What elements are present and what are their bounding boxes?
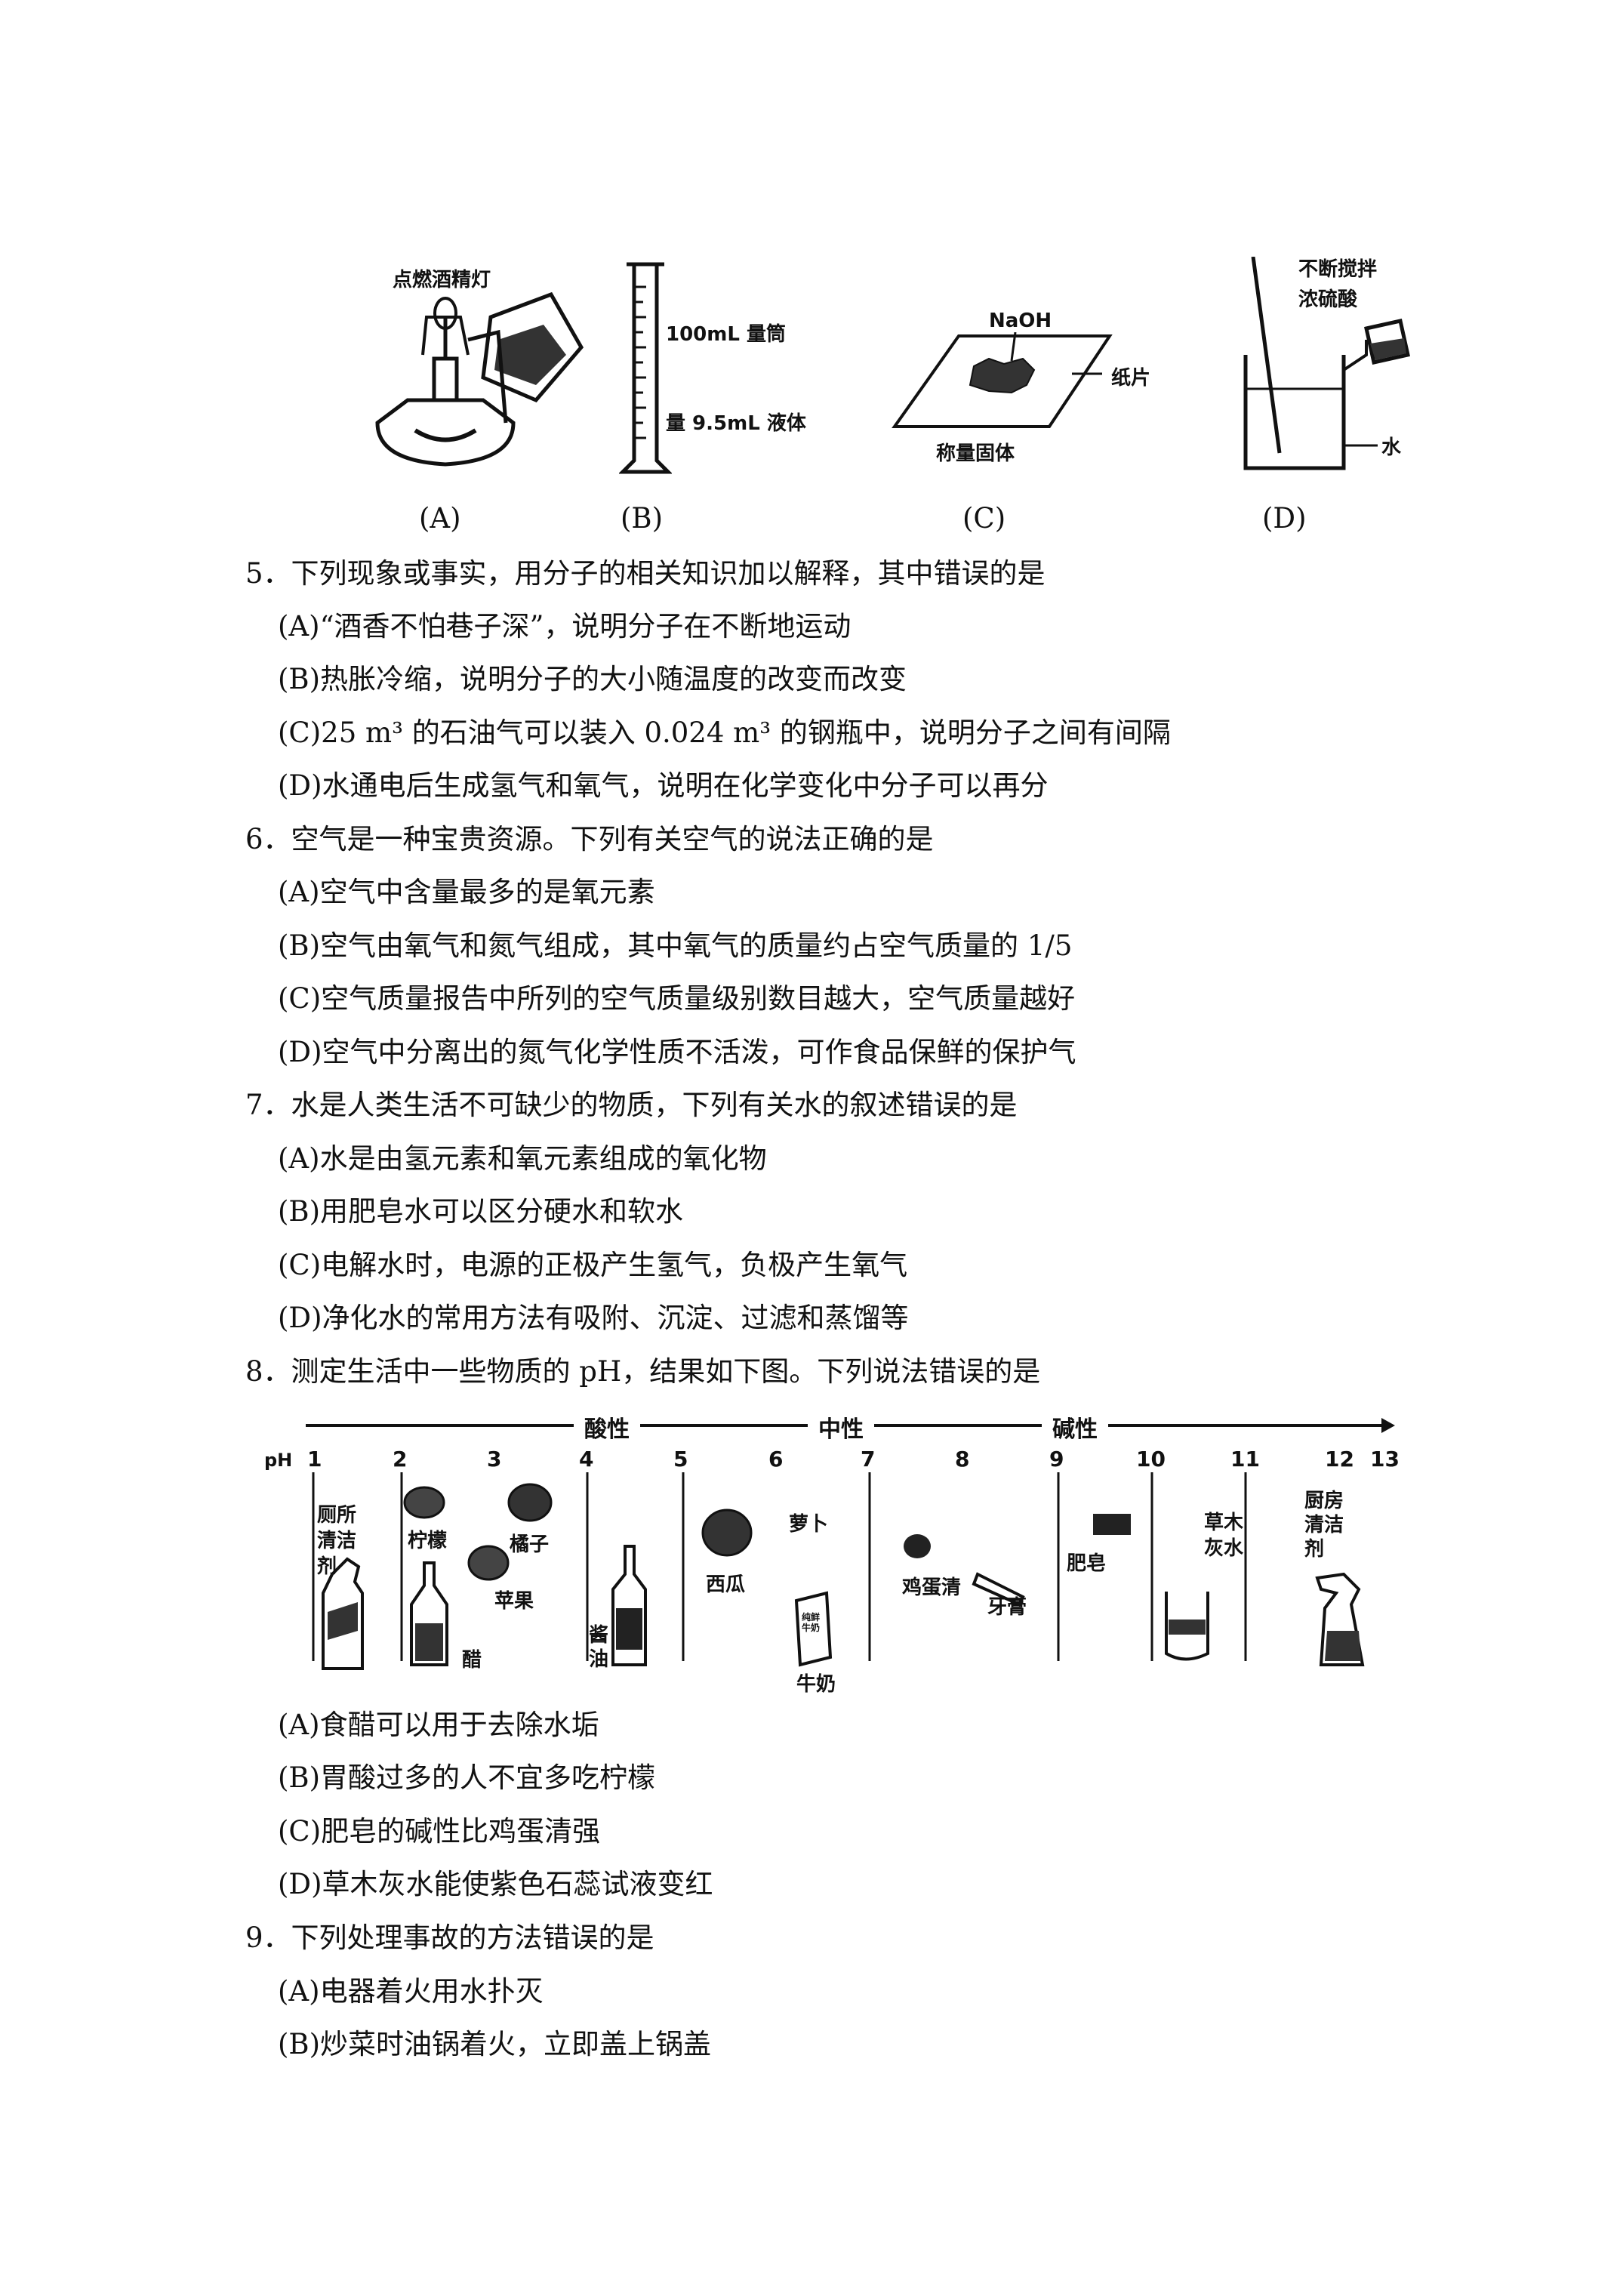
question-9-option-b: (B)炒菜时油锅着火，立即盖上锅盖 [278,2028,712,2060]
figure-d-caption-2: 浓硫酸 [1298,288,1358,311]
ph-tick: 8 [955,1447,970,1472]
question-7-option-d: (D)净化水的常用方法有吸附、沉淀、过滤和蒸馏等 [278,1302,909,1334]
ph-neutral-label: 中性 [808,1410,874,1444]
figure-c-caption-top: NaOH [989,310,1052,332]
ph-item-milk: 牛奶 [796,1673,836,1696]
question-8-stem: 8．测定生活中一些物质的 pH，结果如下图。下列说法错误的是 [245,1355,1041,1388]
question-7-option-a: (A)水是由氢元素和氧元素组成的氧化物 [278,1142,767,1175]
figure-d-caption-1: 不断搅拌 [1298,258,1378,281]
ph-item-soap: 肥皂 [1067,1552,1107,1575]
ph-item-milk-box-text: 纯鲜牛奶 [802,1612,821,1633]
figure-d: 不断搅拌 浓硫酸 水 [1230,249,1472,483]
ph-tick: 2 [393,1447,408,1472]
figure-c: NaOH 纸片 称量固体 [891,310,1163,506]
figure-c-caption-side: 纸片 [1111,367,1151,390]
ph-ticks: 1 2 3 4 5 6 7 8 9 10 11 12 13 [264,1442,1400,1699]
ph-tick: 1 [307,1447,322,1472]
ph-item-apple: 苹果 [494,1590,534,1613]
question-8-option-b: (B)胃酸过多的人不宜多吃柠檬 [278,1761,656,1794]
ph-item-egg-white: 鸡蛋清 [902,1576,962,1599]
ph-item-vinegar: 醋 [462,1649,482,1672]
ph-tick: 6 [768,1447,784,1472]
question-7-stem: 7．水是人类生活不可缺少的物质，下列有关水的叙述错误的是 [245,1089,1018,1121]
ph-acid-label: 酸性 [574,1410,640,1444]
figure-c-caption-bottom: 称量固体 [936,442,1015,465]
question-9-option-a: (A)电器着火用水扑灭 [278,1975,544,2008]
ph-tick: 9 [1049,1447,1064,1472]
question-5-option-c: (C)25 m³ 的石油气可以装入 0.024 m³ 的钢瓶中，说明分子之间有间… [278,717,1171,749]
ph-item-watermelon: 西瓜 [706,1573,746,1596]
graduated-cylinder-illustration [619,262,672,474]
question-5-option-a: (A)“酒香不怕巷子深”，说明分子在不断地运动 [278,610,852,643]
question-5-option-b: (B)热胀冷缩，说明分子的大小随温度的改变而改变 [278,663,907,695]
ph-item-lemon: 柠檬 [408,1530,448,1552]
ph-item-orange: 橘子 [510,1533,550,1556]
ph-item-kitchen-cleaner: 厨房清洁剂 [1304,1490,1344,1561]
ph-axis-label: pH [264,1450,293,1471]
question-5-option-d: (D)水通电后生成氢气和氧气，说明在化学变化中分子可以再分 [278,769,1049,802]
question-8-option-c: (C)肥皂的碱性比鸡蛋清强 [278,1815,601,1848]
figure-b-caption-2: 量 9.5mL 液体 [666,412,806,435]
question-7-option-c: (C)电解水时，电源的正极产生氢气，负极产生氧气 [278,1249,908,1281]
figure-a-label: (A) [419,502,461,535]
figure-row: 点燃酒精灯 (A) 100mL 量筒 [0,249,1623,551]
alcohol-lamp-illustration [375,291,584,467]
ph-tick: 11 [1230,1447,1260,1472]
ph-tick: 4 [579,1447,594,1472]
figure-b-label: (B) [621,502,664,535]
ph-tick: 5 [673,1447,688,1472]
paper-weighing-illustration [892,332,1113,428]
question-6-option-b: (B)空气由氧气和氮气组成，其中氧气的质量约占空气质量的 1/5 [278,929,1073,962]
ph-tick: 7 [861,1447,876,1472]
ph-item-radish: 萝卜 [789,1513,829,1536]
ph-tick: 13 [1370,1447,1400,1472]
question-6-option-c: (C)空气质量报告中所列的空气质量级别数目越大，空气质量越好 [278,982,1076,1015]
ph-dividers [312,1472,1247,1661]
ph-item-soy-sauce: 酱油 [589,1624,609,1671]
ph-item-ash-water: 草木灰水 [1204,1512,1244,1560]
acid-dilution-illustration [1243,257,1410,470]
figure-a-caption: 点燃酒精灯 [393,269,491,291]
figure-a: 点燃酒精灯 [362,249,589,476]
question-8-option-a: (A)食醋可以用于去除水垢 [278,1709,599,1741]
figure-c-label: (C) [962,502,1006,535]
ph-base-label: 碱性 [1042,1410,1108,1444]
figure-d-caption-3: 水 [1381,436,1402,459]
question-6-option-a: (A)空气中含量最多的是氧元素 [278,876,655,908]
ph-item-pictograms [322,1483,1365,1670]
ph-tick: 3 [487,1447,502,1472]
ph-item-toilet-cleaner: 厕所清洁剂 [317,1504,357,1578]
figure-b-caption-1: 100mL 量筒 [666,323,786,346]
figure-d-label: (D) [1262,502,1307,535]
ph-tick: 12 [1325,1447,1354,1472]
question-7-option-b: (B)用肥皂水可以区分硬水和软水 [278,1195,684,1228]
question-5-stem: 5．下列现象或事实，用分子的相关知识加以解释，其中错误的是 [245,557,1046,590]
figure-b: 100mL 量筒 量 9.5mL 液体 [619,257,845,483]
question-6-stem: 6．空气是一种宝贵资源。下列有关空气的说法正确的是 [245,823,934,855]
question-9-stem: 9．下列处理事故的方法错误的是 [245,1922,654,1954]
question-8-option-d: (D)草木灰水能使紫色石蕊试液变红 [278,1868,713,1900]
question-6-option-d: (D)空气中分离出的氮气化学性质不活泼，可作食品保鲜的保护气 [278,1036,1076,1068]
ph-tick: 10 [1136,1447,1166,1472]
ph-scale-figure: 酸性 中性 碱性 pH 1 2 3 4 5 6 7 8 9 10 11 12 1… [264,1404,1400,1699]
